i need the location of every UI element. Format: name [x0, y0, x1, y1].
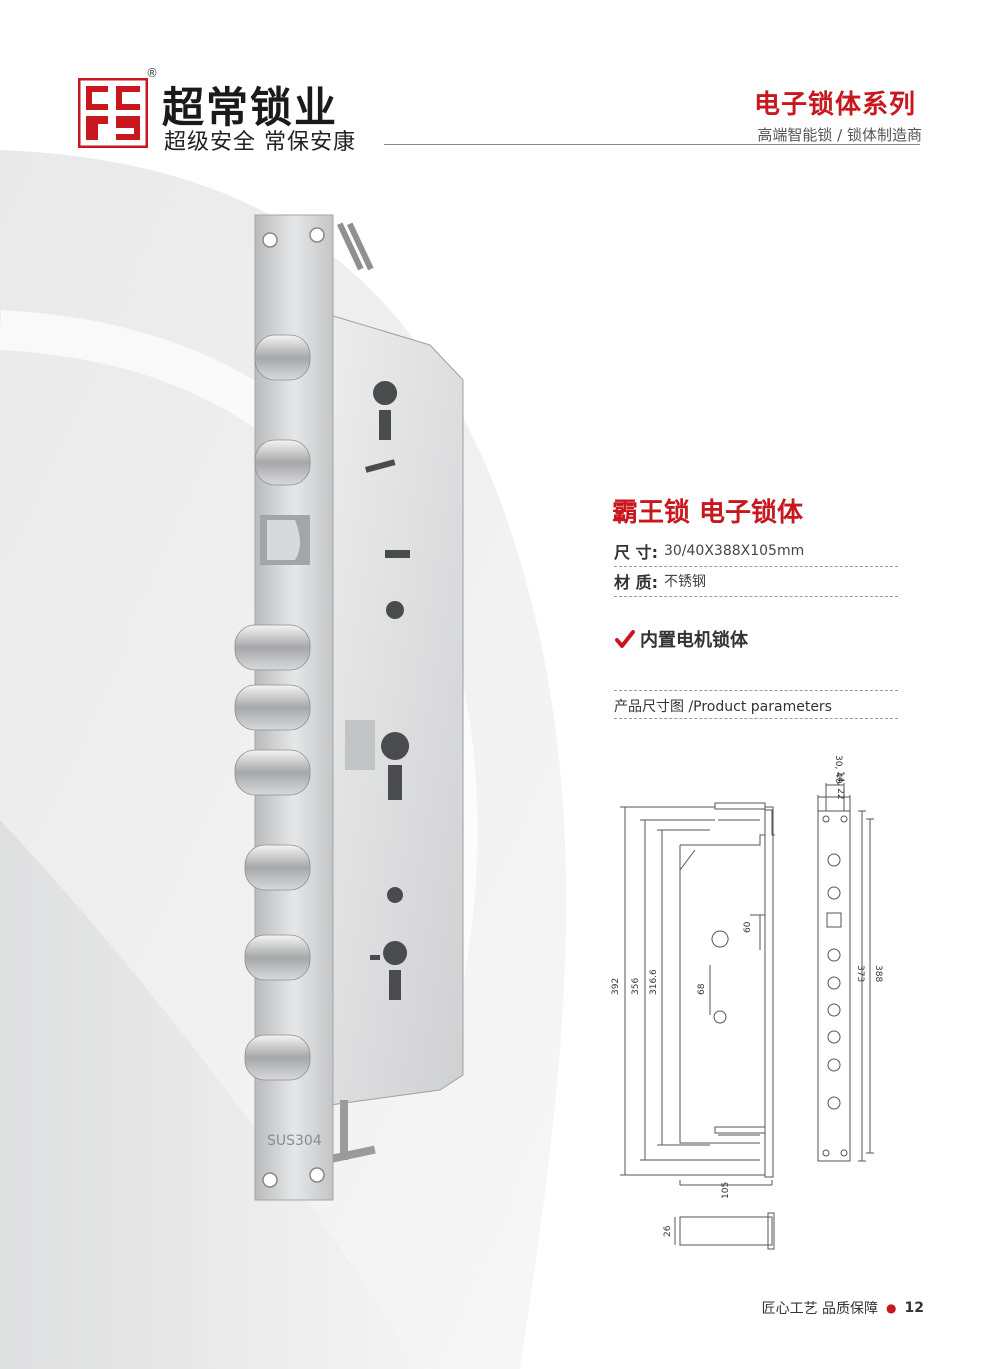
- spec-row-material: 材 质: 不锈钢: [614, 566, 898, 597]
- lock-body-image: SUS304: [234, 214, 464, 1201]
- spec-value: 不锈钢: [663, 574, 706, 590]
- dim-label: 392: [611, 978, 621, 995]
- dimension-drawing: 392 356 316.6 60 68 105 26 30, 40 14, 22…: [611, 755, 883, 1250]
- spec-row-size: 尺 寸: 30/40X388X105mm: [614, 536, 898, 567]
- series-subtitle: 高端智能锁 / 锁体制造商: [757, 126, 922, 144]
- check-icon: [615, 630, 635, 648]
- page-number: 12: [904, 1300, 924, 1316]
- dim-label: 316.6: [649, 969, 659, 995]
- feature-item: 内置电机锁体: [614, 626, 748, 652]
- spec-value: 30/40X388X105mm: [663, 543, 805, 559]
- registered-mark: ®: [146, 66, 158, 80]
- header-divider: [384, 144, 920, 145]
- dim-label: 105: [721, 1182, 731, 1199]
- series-title: 电子锁体系列: [753, 90, 916, 120]
- product-title: 霸王锁 电子锁体: [612, 498, 804, 528]
- params-title: 产品尺寸图 /Product parameters: [614, 694, 898, 719]
- dim-label: 68: [697, 983, 707, 995]
- footer-slogan: 匠心工艺 品质保障: [761, 1301, 879, 1317]
- brand-slogan: 超级安全 常保安康: [164, 130, 356, 155]
- bullet-icon: ●: [886, 1301, 897, 1315]
- dim-label: 26: [663, 1225, 673, 1237]
- spec-label: 尺 寸:: [614, 543, 658, 562]
- dim-label: 373: [855, 965, 865, 982]
- dim-label: 30, 40: [833, 755, 843, 784]
- dim-label: 356: [631, 978, 641, 995]
- faceplate-marking: SUS304: [267, 1133, 322, 1149]
- brand-logo-icon: [78, 78, 148, 148]
- brand-name: 超常锁业: [162, 83, 339, 132]
- dim-label: 14, 22: [835, 771, 845, 800]
- dim-label: 60: [743, 921, 753, 933]
- params-divider: [614, 690, 898, 691]
- dim-label: 388: [873, 965, 883, 982]
- feature-text: 内置电机锁体: [640, 630, 748, 651]
- spec-label: 材 质:: [614, 573, 658, 592]
- page-footer: 匠心工艺 品质保障 ● 12: [762, 1298, 924, 1318]
